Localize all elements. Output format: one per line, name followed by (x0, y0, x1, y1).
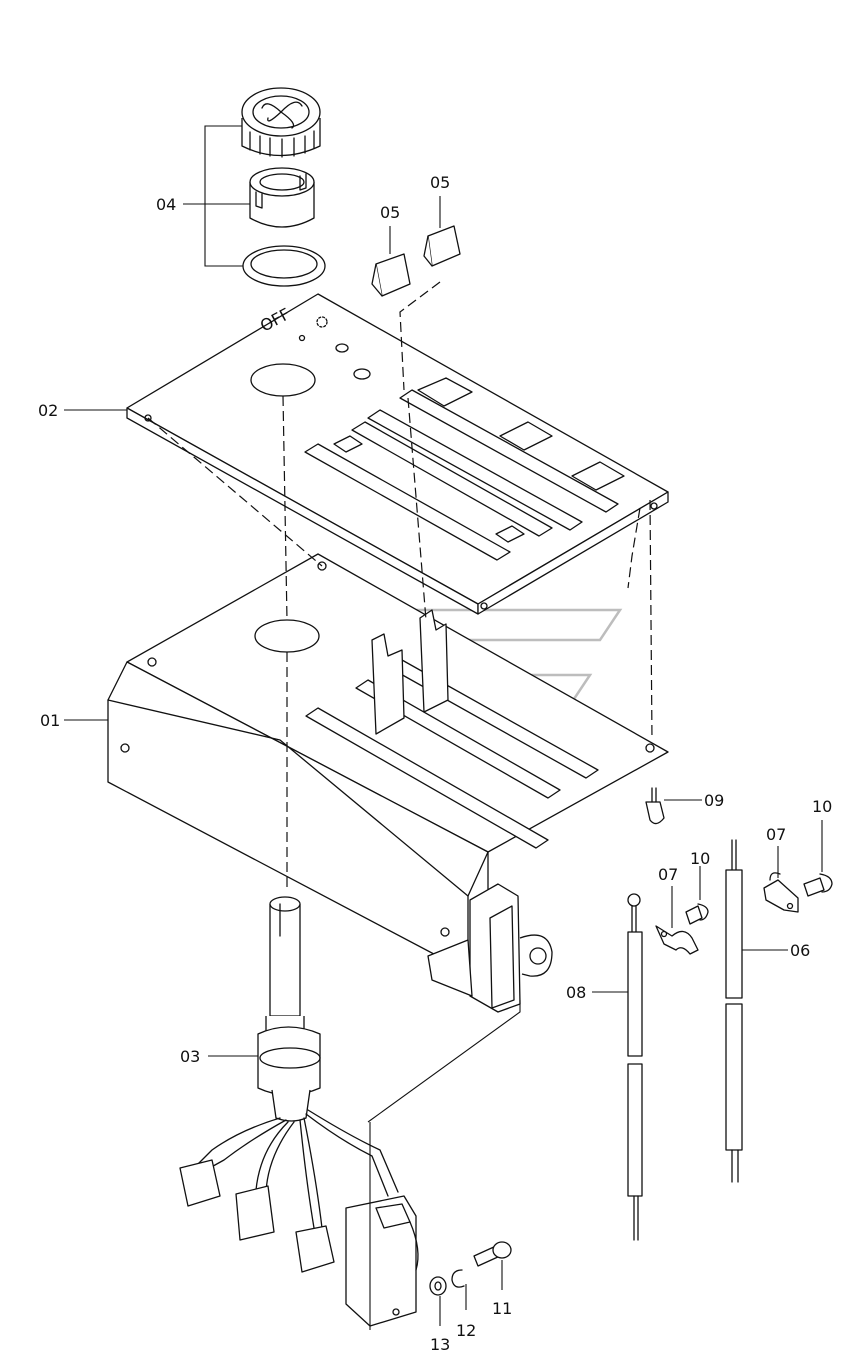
knob-assembly: 04 (156, 87, 326, 287)
rod-08: 08 (566, 893, 643, 1241)
callout-08: 08 (566, 983, 586, 1002)
callout-02: 02 (38, 401, 58, 420)
callout-05a: 05 (380, 203, 400, 222)
rod-06: 06 (725, 839, 810, 1183)
callout-06: 06 (790, 941, 810, 960)
callout-01: 01 (40, 711, 60, 730)
clip-12: 12 (451, 1269, 476, 1340)
callout-13: 13 (430, 1335, 450, 1354)
callout-10b: 10 (812, 797, 832, 816)
alignment-lines (147, 281, 653, 890)
callout-07a: 07 (658, 865, 678, 884)
base-housing: 01 (40, 553, 669, 1013)
screw-10-left: 10 (685, 849, 710, 925)
clamp-07-left: 07 (655, 865, 699, 955)
screw-11: 11 (473, 1241, 512, 1318)
top-panel: OFF 02 (38, 293, 669, 615)
screw-10-right: 10 (803, 797, 833, 897)
washer-13: 13 (429, 1276, 450, 1354)
callout-09: 09 (704, 791, 724, 810)
callout-05b: 05 (430, 173, 450, 192)
callout-07b: 07 (766, 825, 786, 844)
clip-09: 09 (645, 787, 724, 825)
clamp-07-right: 07 (763, 825, 799, 913)
callout-11: 11 (492, 1299, 512, 1318)
callout-03: 03 (180, 1047, 200, 1066)
callout-04: 04 (156, 195, 176, 214)
callout-10a: 10 (690, 849, 710, 868)
callout-12: 12 (456, 1321, 476, 1340)
slider-caps: 05 05 (371, 173, 461, 297)
switch-assembly: 03 (179, 896, 521, 1330)
